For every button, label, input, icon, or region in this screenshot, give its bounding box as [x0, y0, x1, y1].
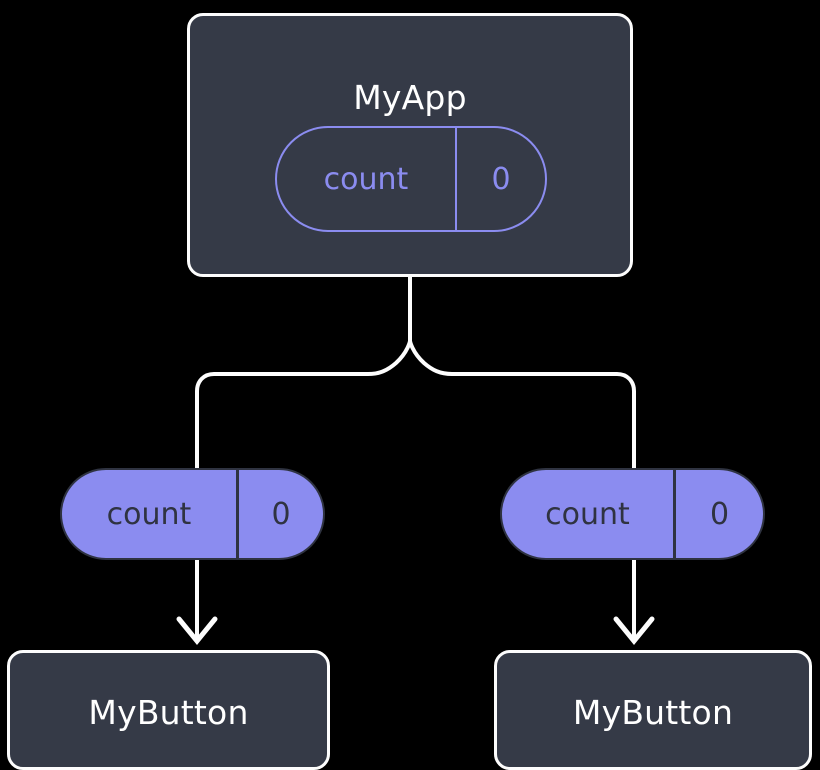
component-box-mybutton-left[interactable]: MyButton	[7, 650, 330, 770]
prop-arrow-left-head	[176, 616, 218, 645]
state-pill-value: 0	[455, 128, 545, 230]
state-fork-path	[408, 275, 636, 470]
component-title-mybutton-left: MyButton	[88, 693, 249, 732]
component-box-myapp[interactable]: MyApp	[187, 13, 633, 277]
prop-pill-key: count	[545, 496, 630, 532]
state-fork-path-left	[195, 339, 412, 470]
prop-pill-value: 0	[673, 470, 763, 558]
prop-pill-right[interactable]: count 0	[500, 468, 765, 560]
prop-arrow-right-head	[613, 616, 655, 645]
prop-pill-value: 0	[236, 470, 323, 558]
state-pill-myapp[interactable]: count 0	[275, 126, 547, 232]
prop-pill-key: count	[106, 496, 192, 532]
component-title-mybutton-right: MyButton	[572, 693, 734, 732]
state-pill-key: count	[323, 161, 409, 197]
prop-pill-left[interactable]: count 0	[60, 468, 325, 560]
component-title-myapp: MyApp	[353, 78, 467, 117]
component-box-mybutton-right[interactable]: MyButton	[494, 650, 812, 770]
